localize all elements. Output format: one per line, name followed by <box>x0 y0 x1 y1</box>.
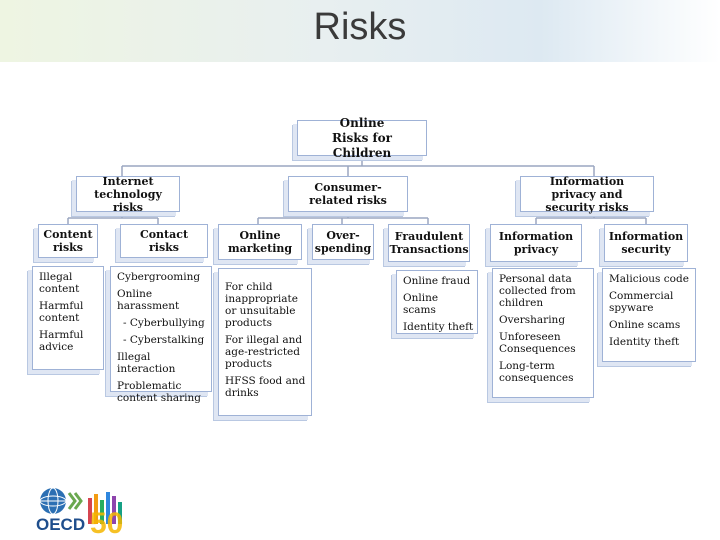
information-privacy-node: Information privacy <box>490 224 582 262</box>
list-item: Harmful advice <box>39 329 84 353</box>
list-item: Problematic content sharing <box>117 380 201 404</box>
list-item: Harmful content <box>39 300 84 324</box>
information-privacy-list: Personal data collected from children Ov… <box>492 268 594 398</box>
internet-tech-risks-node: Internet technology risks <box>76 175 180 214</box>
list-item: Online fraud <box>403 275 471 287</box>
list-item: Online scams <box>609 319 681 331</box>
list-item: For child inappropriate or unsuitable pr… <box>225 281 298 329</box>
fraudulent-transactions-node: Fraudulent Transactions <box>388 224 470 262</box>
list-item: HFSS food and drinks <box>225 375 306 399</box>
information-security-node: Information security <box>604 224 688 262</box>
consumer-risks-node: Consumer-related risks <box>288 176 408 212</box>
svg-text:50: 50 <box>90 507 123 534</box>
header-band <box>0 0 720 62</box>
content-risks-list: Illegal content Harmful content Harmful … <box>32 266 104 370</box>
privacy-security-risks-node: Information privacy and security risks <box>520 175 654 214</box>
list-item: Unforeseen Consequences <box>499 331 576 355</box>
list-item: Identity theft <box>609 336 680 348</box>
list-item: - Cyberstalking <box>123 334 205 346</box>
online-marketing-node: Online marketing <box>218 224 302 260</box>
list-item: Online scams <box>403 292 439 316</box>
list-item: Illegal content <box>39 271 80 295</box>
oecd-50-logo: OECD 50 <box>36 487 123 534</box>
content-risks-node: Content risks <box>38 224 98 258</box>
fraudulent-transactions-list: Online fraud Online scams Identity theft <box>396 270 478 334</box>
list-item: Illegal interaction <box>117 351 176 375</box>
online-marketing-list: For child inappropriate or unsuitable pr… <box>218 268 312 416</box>
root-node: Online Risks for Children <box>297 116 427 160</box>
list-item: Identity theft <box>403 321 474 333</box>
list-item: For illegal and age-restricted products <box>225 334 303 370</box>
list-item: Commercial spyware <box>609 290 674 314</box>
list-item: Long-term consequences <box>499 360 574 384</box>
svg-text:OECD: OECD <box>36 515 85 534</box>
list-item: Oversharing <box>499 314 566 326</box>
information-security-list: Malicious code Commercial spyware Online… <box>602 268 696 362</box>
list-item: - Cyberbullying <box>123 317 205 329</box>
slide-title: Risks <box>313 6 407 48</box>
list-item: Online harassment <box>117 288 180 312</box>
list-item: Cybergrooming <box>117 271 201 283</box>
overspending-node: Over-spending <box>312 224 374 260</box>
contact-risks-node: Contact risks <box>120 224 208 258</box>
contact-risks-list: Cybergrooming Online harassment - Cyberb… <box>110 266 212 404</box>
list-item: Personal data collected from children <box>499 273 576 309</box>
list-item: Malicious code <box>609 273 689 285</box>
